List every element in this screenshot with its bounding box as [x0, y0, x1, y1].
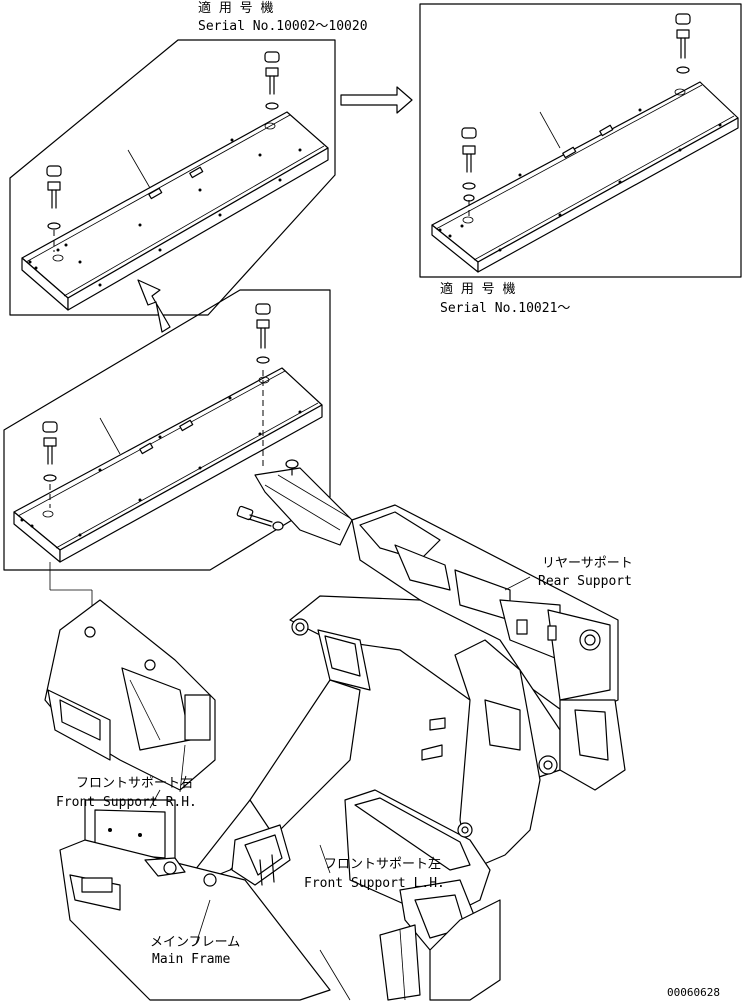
cover-plate-late — [431, 81, 739, 273]
bolt-cap-late-right — [675, 13, 691, 74]
main-frame-label-jp: メインフレーム — [150, 935, 240, 950]
drawing-number: 00060628 — [667, 986, 720, 999]
variant-frame-late — [419, 3, 742, 278]
front-support-lh-label-jp: フロントサポート左 — [324, 857, 441, 872]
variant-frame-early — [9, 39, 336, 316]
rear-bracket — [254, 459, 353, 546]
bolt-cap-early-left — [46, 165, 62, 252]
front-support-rh-label-en: Front Support R.H. — [56, 795, 197, 810]
applicable-label-late-jp: 適 用 号 機 — [440, 281, 515, 297]
applicable-label-early-jp: 適 用 号 機 — [198, 0, 273, 16]
front-support-rh — [44, 599, 216, 871]
main-frame-label-en: Main Frame — [152, 952, 230, 967]
front-support-lh-label-en: Front Support L.H. — [304, 876, 445, 891]
leader-lines — [149, 576, 531, 945]
bolt-cap-late-left — [461, 127, 477, 218]
cover-assembly-frame — [3, 289, 331, 625]
rear-support-label-en: Rear Support — [538, 574, 632, 589]
bolt-cap-main-left — [42, 421, 58, 508]
arrow-up-outline-icon — [137, 279, 171, 333]
applicable-label-late-serial: Serial No.10021～ — [440, 301, 570, 316]
cover-plate-main — [13, 367, 323, 563]
rear-support-label-jp: リヤーサポート — [542, 556, 633, 571]
bolt-cap-main-right — [255, 303, 271, 470]
applicable-label-early-serial: Serial No.10002～10020 — [198, 19, 368, 34]
cover-plate-early — [21, 111, 329, 311]
bolt-cap-early-right — [264, 51, 280, 110]
front-support-rh-label-jp: フロントサポート右 — [76, 776, 193, 791]
main-frame-structure — [44, 504, 626, 1001]
bracket-bolt — [236, 505, 284, 531]
arrow-right-outline-icon — [340, 86, 413, 114]
